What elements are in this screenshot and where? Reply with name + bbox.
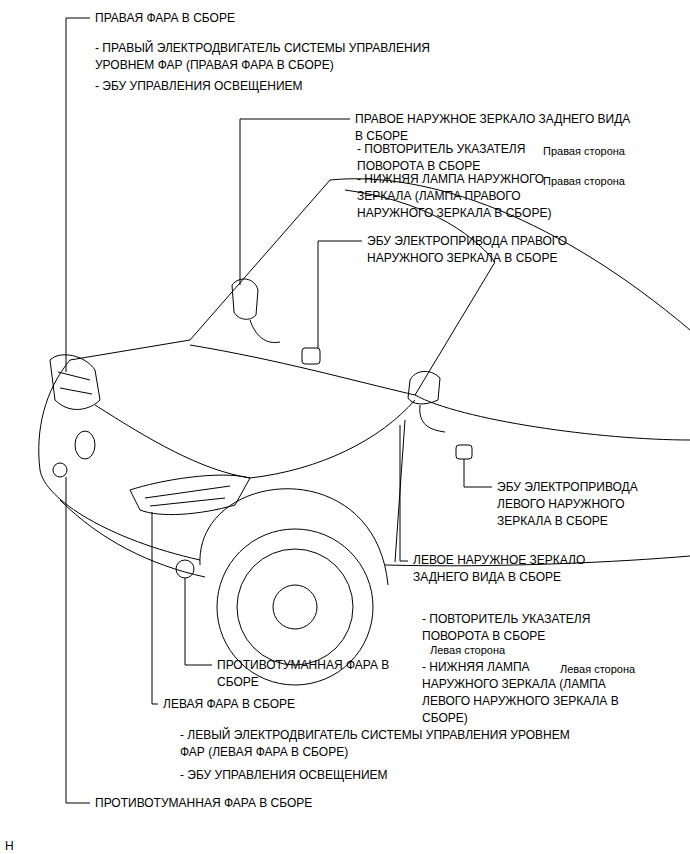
fog-lamp-left	[176, 560, 194, 578]
part-label: - НИЖНЯЯ ЛАМПА НАРУЖНОГО ЗЕРКАЛА (ЛАМПА …	[357, 172, 551, 220]
mirror-left-wire	[420, 405, 445, 432]
part-label: ПРАВОЕ НАРУЖНОЕ ЗЕРКАЛО ЗАДНЕГО ВИДА В С…	[355, 112, 630, 143]
leader-line	[400, 425, 408, 561]
mirror-right	[232, 279, 258, 319]
label-block: Правая сторона	[543, 143, 663, 160]
headlamp-left	[130, 475, 250, 514]
car-wheel-arch	[200, 489, 388, 585]
label-block: Правая сторона	[543, 173, 663, 190]
label-block: ПРОТИВОТУМАННАЯ ФАРА В СБОРЕ	[95, 795, 395, 812]
leader-line	[464, 459, 492, 487]
label-block: - ЛЕВЫЙ ЭЛЕКТРОДВИГАТЕЛЬ СИСТЕМЫ УПРАВЛЕ…	[180, 727, 572, 761]
car-pillar-line	[345, 190, 495, 395]
label-block: - ПРАВЫЙ ЭЛЕКТРОДВИГАТЕЛЬ СИСТЕМЫ УПРАВЛ…	[95, 40, 487, 74]
part-label: ПРАВАЯ ФАРА В СБОРЕ	[95, 11, 235, 25]
headlamp-right-detail	[58, 372, 92, 394]
figure-code: H	[5, 839, 14, 853]
leader-line	[185, 578, 212, 665]
side-note: Правая сторона	[543, 175, 625, 187]
label-block: Левая сторона	[430, 642, 550, 659]
label-block: ПРАВОЕ НАРУЖНОЕ ЗЕРКАЛО ЗАДНЕГО ВИДА В С…	[355, 111, 635, 145]
side-note: Правая сторона	[543, 145, 625, 157]
leader-line	[66, 18, 90, 372]
car-hood-line	[95, 400, 415, 478]
side-note: Левая сторона	[560, 663, 635, 675]
leader-line	[240, 119, 350, 285]
side-note: Левая сторона	[430, 644, 505, 656]
part-label: - ЛЕВЫЙ ЭЛЕКТРОДВИГАТЕЛЬ СИСТЕМЫ УПРАВЛЕ…	[180, 728, 570, 759]
leader-line	[152, 512, 158, 704]
label-block: ЛЕВОЕ НАРУЖНОЕ ЗЕРКАЛО ЗАДНЕГО ВИДА В СБ…	[413, 552, 618, 586]
label-block: ЛЕВАЯ ФАРА В СБОРЕ	[163, 696, 413, 713]
part-label: ЭБУ ЭЛЕКТРОПРИВОДА ЛЕВОГО НАРУЖНОГО ЗЕРК…	[497, 480, 638, 528]
part-label: ПРОТИВОТУМАННАЯ ФАРА В СБОРЕ	[217, 658, 389, 689]
car-bumper-lower	[60, 500, 205, 577]
part-label: - ПРАВЫЙ ЭЛЕКТРОДВИГАТЕЛЬ СИСТЕМЫ УПРАВЛ…	[95, 41, 430, 72]
label-block: - ПОВТОРИТЕЛЬ УКАЗАТЕЛЯ ПОВОРОТА В СБОРЕ	[422, 611, 614, 645]
part-label: ЭБУ ЭЛЕКТРОПРИВОДА ПРАВОГО НАРУЖНОГО ЗЕР…	[367, 234, 567, 265]
part-label: - ПОВТОРИТЕЛЬ УКАЗАТЕЛЯ ПОВОРОТА В СБОРЕ	[357, 142, 525, 173]
label-block: - ЭБУ УПРАВЛЕНИЯ ОСВЕЩЕНИЕМ	[180, 767, 480, 784]
car-wheel-rim	[237, 549, 353, 665]
car-wheel-hub	[273, 585, 317, 629]
mirror-ecu-left	[456, 445, 472, 459]
part-label: - ЭБУ УПРАВЛЕНИЯ ОСВЕЩЕНИЕМ	[180, 768, 388, 782]
car-belt-line	[415, 395, 690, 440]
label-block: ПРАВАЯ ФАРА В СБОРЕ	[95, 10, 435, 27]
label-block: H	[5, 838, 35, 854]
label-block: ПРОТИВОТУМАННАЯ ФАРА В СБОРЕ	[217, 657, 402, 691]
label-block: - НИЖНЯЯ ЛАМПА НАРУЖНОГО ЗЕРКАЛА (ЛАМПА …	[357, 171, 679, 222]
fog-lamp-right	[53, 463, 67, 477]
part-label: - ПОВТОРИТЕЛЬ УКАЗАТЕЛЯ ПОВОРОТА В СБОРЕ	[422, 612, 590, 643]
part-label: ЛЕВАЯ ФАРА В СБОРЕ	[163, 697, 295, 711]
label-block: - ЭБУ УПРАВЛЕНИЯ ОСВЕЩЕНИЕМ	[95, 78, 395, 95]
headlamp-right	[50, 355, 100, 410]
part-label: ПРОТИВОТУМАННАЯ ФАРА В СБОРЕ	[95, 796, 312, 810]
headlamp-left-detail	[145, 486, 230, 506]
mirror-left	[408, 371, 440, 404]
part-label: - ЭБУ УПРАВЛЕНИЯ ОСВЕЩЕНИЕМ	[95, 79, 303, 93]
mirror-right-wire	[250, 320, 280, 343]
car-emblem	[75, 431, 95, 459]
label-block: Левая сторона	[560, 661, 680, 678]
car-cowl-line	[190, 345, 415, 395]
label-block: ЭБУ ЭЛЕКТРОПРИВОДА ПРАВОГО НАРУЖНОГО ЗЕР…	[367, 233, 603, 267]
car-body-line	[39, 180, 330, 470]
part-label: ЛЕВОЕ НАРУЖНОЕ ЗЕРКАЛО ЗАДНЕГО ВИДА В СБ…	[413, 553, 585, 584]
label-block: ЭБУ ЭЛЕКТРОПРИВОДА ЛЕВОГО НАРУЖНОГО ЗЕРК…	[497, 479, 665, 530]
leader-line	[66, 477, 90, 803]
leader-line	[318, 241, 362, 348]
mirror-ecu-right	[302, 348, 320, 364]
label-block: - ПОВТОРИТЕЛЬ УКАЗАТЕЛЯ ПОВОРОТА В СБОРЕ	[357, 141, 543, 175]
